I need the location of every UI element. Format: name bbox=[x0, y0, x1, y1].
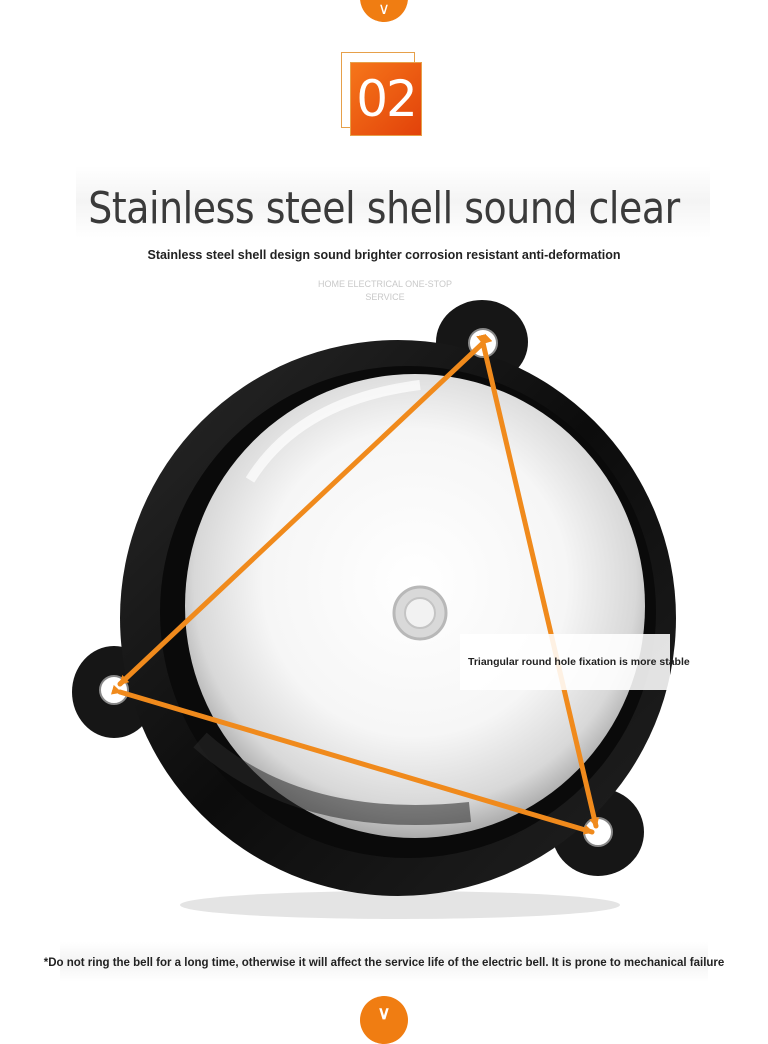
section-title: Stainless steel shell sound clear bbox=[88, 183, 680, 234]
bottom-section-badge: ∨ bbox=[360, 996, 408, 1044]
callout-band bbox=[460, 634, 670, 690]
section-subtitle: Stainless steel shell design sound brigh… bbox=[147, 248, 621, 262]
arrow-top-to-left bbox=[117, 333, 493, 687]
bell-shadow bbox=[180, 891, 620, 919]
arrow-left-to-bottom-right bbox=[110, 684, 595, 835]
footnote-band bbox=[60, 942, 708, 982]
title-band bbox=[76, 166, 710, 238]
section-number-badge: 02 bbox=[350, 62, 422, 136]
bell-product-image bbox=[72, 300, 676, 919]
callout-label: Triangular round hole fixation is more s… bbox=[468, 656, 690, 668]
watermark-text: HOME ELECTRICAL ONE-STOP SERVICE bbox=[317, 279, 453, 302]
chevron-down-icon: ∨ bbox=[378, 1, 390, 18]
section-number: 02 bbox=[356, 70, 418, 128]
footnote-text: *Do not ring the bell for a long time, o… bbox=[43, 957, 725, 969]
top-section-badge: ∨ bbox=[360, 0, 408, 22]
chevron-down-icon: ∨ bbox=[377, 1003, 391, 1023]
